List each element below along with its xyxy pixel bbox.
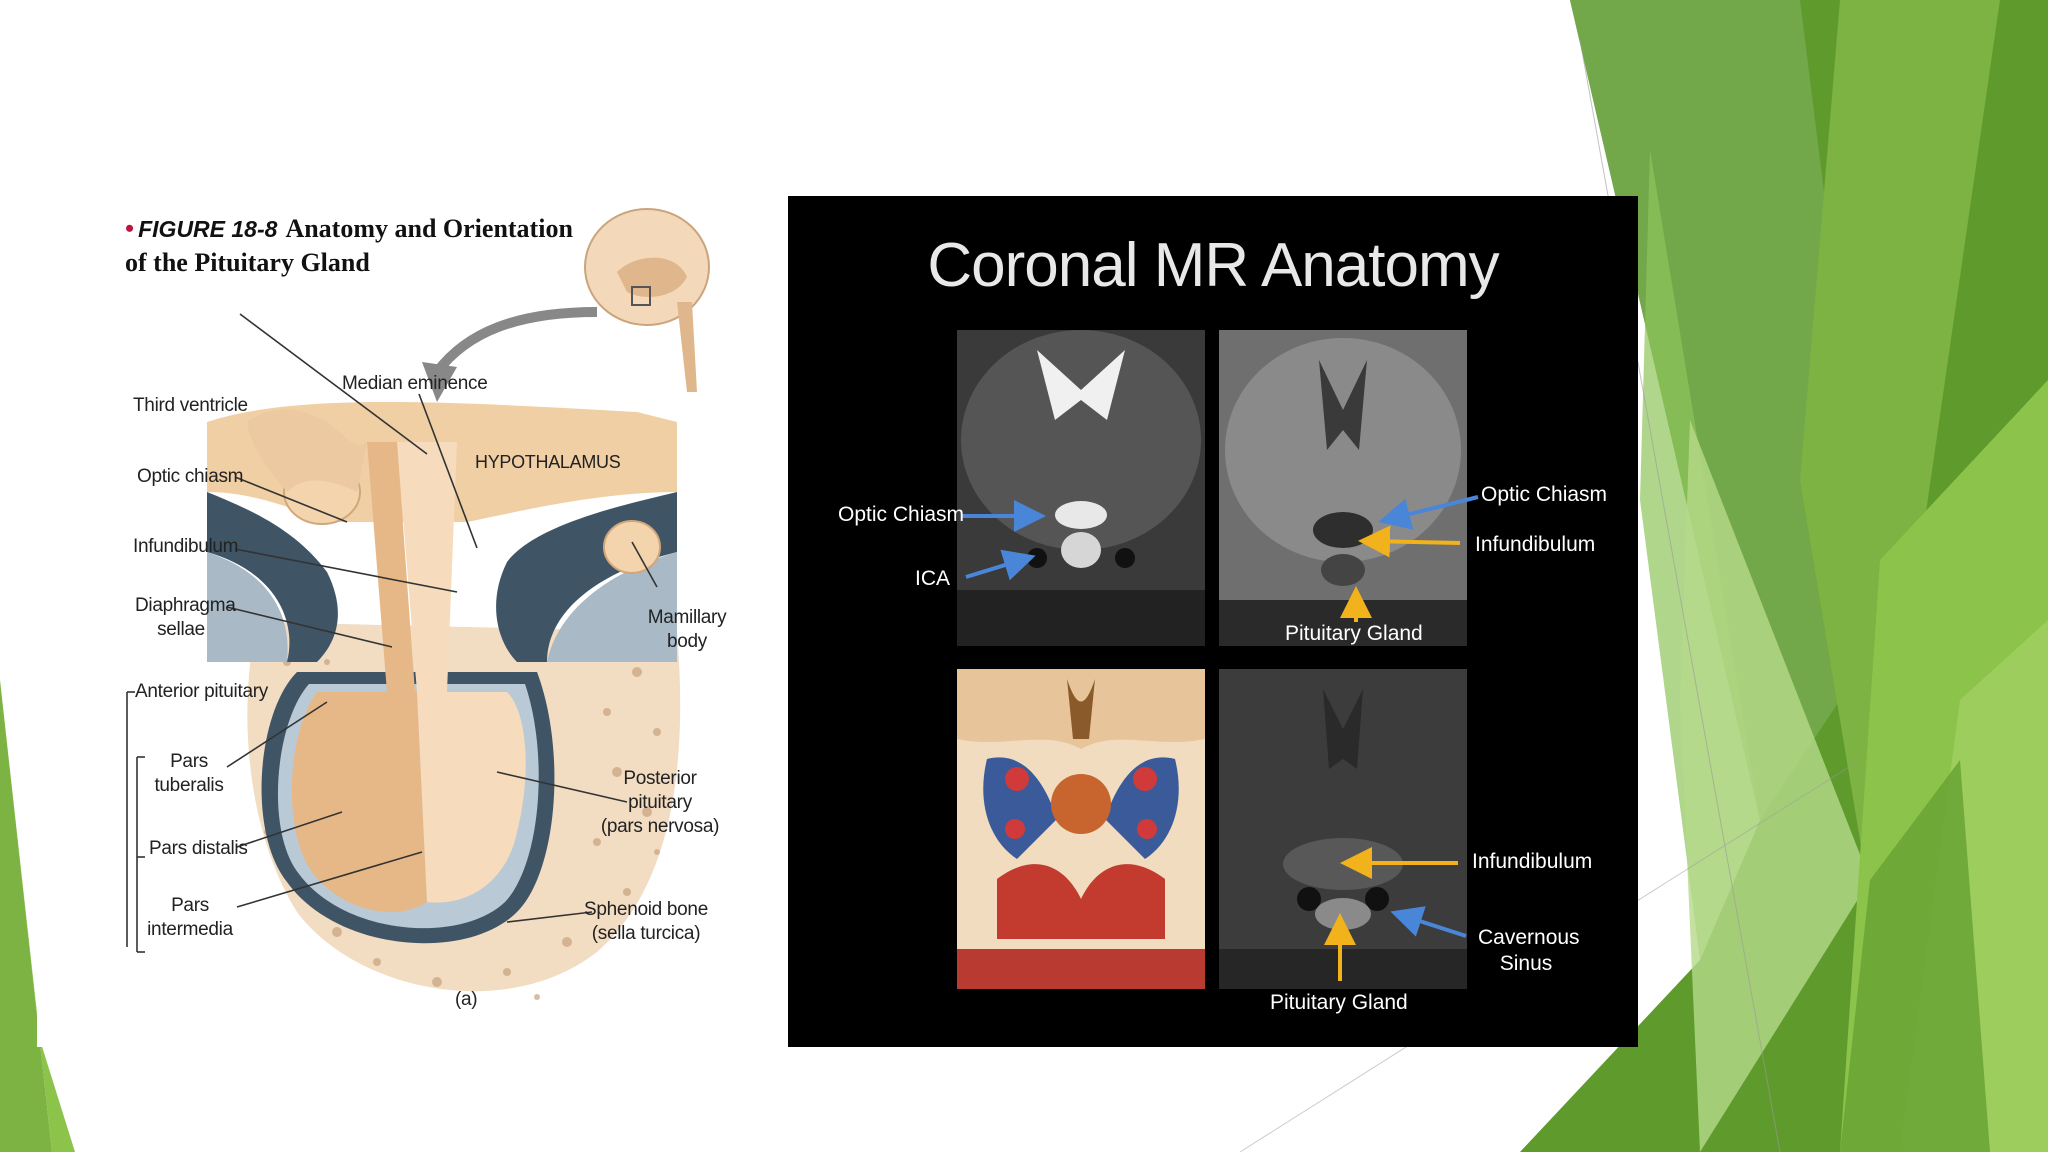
- label-infundibulum: Infundibulum: [133, 536, 239, 557]
- figure-title-line1: Anatomy and Orientation: [285, 214, 573, 243]
- label-third-ventricle: Third ventricle: [133, 395, 248, 416]
- coronal-mr-panel: Coronal MR Anatomy: [788, 196, 1638, 1047]
- mr-arrows: [961, 495, 1479, 981]
- coronal-illustration: [957, 669, 1205, 989]
- mr-label-cavernous-sinus: Cavernous Sinus: [1478, 925, 1580, 977]
- label-sphenoid-bone: Sphenoid bone (sella turcica): [582, 898, 710, 946]
- mr-label-pituitary-bottom: Pituitary Gland: [1270, 991, 1408, 1014]
- mr-label-pituitary-top: Pituitary Gland: [1285, 622, 1423, 645]
- label-pars-intermedia-line2: intermedia: [147, 919, 233, 940]
- label-sphenoid-line1: Sphenoid bone: [584, 899, 708, 920]
- label-median-eminence: Median eminence: [342, 373, 488, 394]
- mr-label-infundibulum-bottom: Infundibulum: [1472, 850, 1593, 873]
- figure-bullet: •: [125, 214, 135, 243]
- mr-image-t2-coronal: [957, 330, 1205, 646]
- label-optic-chiasm: Optic chiasm: [137, 466, 244, 487]
- figure-number: FIGURE 18-8: [138, 216, 278, 242]
- pituitary-illustration: [126, 208, 710, 1000]
- label-posterior-line2: pituitary: [628, 792, 692, 813]
- label-diaphragma-line1: Diaphragma: [135, 595, 236, 616]
- figure-title: •FIGURE 18-8 Anatomy and Orientation of t…: [125, 212, 573, 279]
- figure-caption: (a): [455, 989, 478, 1010]
- label-pars-intermedia: Pars intermedia: [147, 894, 233, 942]
- label-posterior-pituitary: Posterior pituitary (pars nervosa): [600, 767, 720, 839]
- label-pars-tuberalis-line2: tuberalis: [154, 775, 224, 796]
- label-pars-intermedia-line1: Pars: [171, 895, 209, 916]
- label-posterior-line3: (pars nervosa): [600, 816, 720, 837]
- mr-label-optic-chiasm-left: Optic Chiasm: [838, 503, 965, 526]
- mr-label-infundibulum-top: Infundibulum: [1475, 533, 1596, 556]
- label-pars-tuberalis: Pars tuberalis: [149, 750, 229, 798]
- mr-title: Coronal MR Anatomy: [927, 231, 1499, 300]
- label-anterior-pituitary: Anterior pituitary: [135, 681, 268, 702]
- figure-title-line2: of the Pituitary Gland: [125, 248, 370, 277]
- label-sphenoid-line2: (sella turcica): [591, 923, 701, 944]
- label-diaphragma-sellae: Diaphragma sellae: [135, 594, 236, 642]
- pituitary-anatomy-figure: •FIGURE 18-8 Anatomy and Orientation of t…: [37, 192, 752, 1047]
- label-pars-tuberalis-line1: Pars: [170, 751, 208, 772]
- label-posterior-line1: Posterior: [623, 768, 697, 789]
- label-mamillary-line1: Mamillary: [647, 607, 727, 628]
- label-diaphragma-line2: sellae: [157, 619, 205, 640]
- mr-label-cavernous-line1: Cavernous: [1478, 926, 1580, 949]
- label-pars-distalis: Pars distalis: [149, 838, 248, 859]
- mr-label-ica: ICA: [915, 567, 951, 590]
- label-mamillary-body: Mamillary body: [642, 606, 732, 654]
- label-hypothalamus: HYPOTHALAMUS: [475, 452, 621, 472]
- mr-label-optic-chiasm-right: Optic Chiasm: [1481, 483, 1608, 506]
- mr-label-cavernous-line2: Sinus: [1499, 952, 1553, 975]
- label-mamillary-line2: body: [666, 631, 707, 652]
